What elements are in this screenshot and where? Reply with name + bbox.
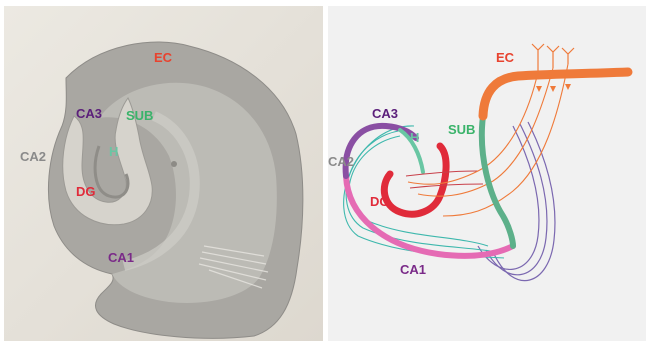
- schematic-label-ec: EC: [496, 50, 515, 65]
- label-sub: SUB: [126, 108, 153, 123]
- label-ca3: CA3: [76, 106, 102, 121]
- label-h: H: [109, 144, 118, 159]
- label-dg: DG: [76, 184, 96, 199]
- dentate-gyrus-band: [384, 146, 446, 214]
- synapse-marker: [565, 84, 571, 90]
- schematic-label-sub: SUB: [448, 122, 475, 137]
- collateral-fiber: [346, 130, 496, 252]
- label-ca1: CA1: [108, 250, 134, 265]
- terminal: [562, 48, 574, 64]
- terminal: [532, 44, 544, 72]
- hippocampus-circuit-diagram: EC SUB CA3 CA2 H DG CA1: [328, 6, 646, 341]
- label-ec: EC: [154, 50, 173, 65]
- histology-photo-panel: EC SUB CA3 CA2 H DG CA1: [4, 6, 323, 341]
- photo-label-layer: EC SUB CA3 CA2 H DG CA1: [4, 6, 323, 341]
- label-ca2: CA2: [20, 149, 46, 164]
- subiculum-band: [482, 116, 513, 246]
- schematic-label-ca1: CA1: [400, 262, 426, 277]
- synapse-marker: [536, 86, 542, 92]
- synapse-marker: [550, 86, 556, 92]
- entorhinal-band: [483, 72, 628, 116]
- synapse-markers: [536, 84, 571, 92]
- schematic-label-dg: DG: [370, 194, 390, 209]
- schematic-label-ca2: CA2: [328, 154, 354, 169]
- schematic-panel: EC SUB CA3 CA2 H DG CA1: [328, 6, 646, 341]
- schematic-label-h: H: [410, 130, 419, 145]
- schematic-label-ca3: CA3: [372, 106, 398, 121]
- terminal: [547, 46, 559, 68]
